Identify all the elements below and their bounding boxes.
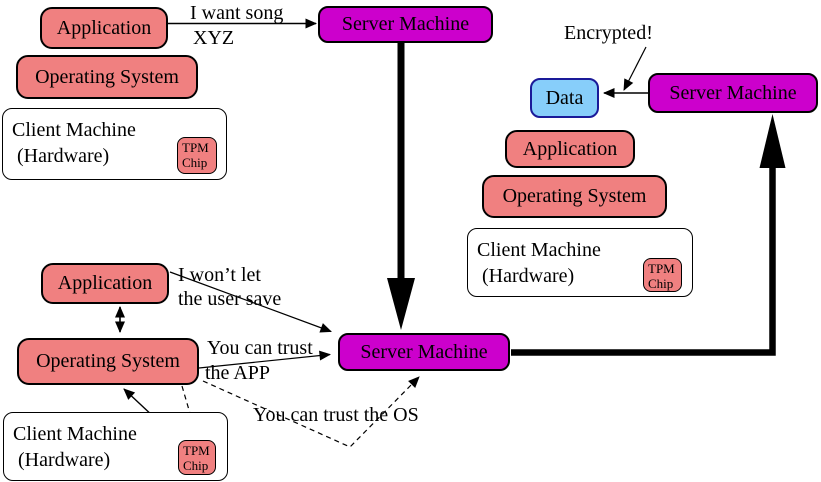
application-box-right: Application (505, 130, 635, 168)
client-machine-label: Client Machine (Hardware) (12, 119, 136, 167)
wont-let-save-arrow (169, 271, 332, 333)
data-label: Data (545, 86, 584, 109)
trust-app-annotation-line2: the APP (205, 362, 271, 384)
operating-system-label: Operating System (36, 350, 180, 372)
request-annotation-line1: I want song (190, 2, 284, 24)
server-download-thick-arrow (387, 43, 415, 330)
operating-system-label: Operating System (35, 65, 179, 88)
client-machine-label: Client Machine (Hardware) (477, 239, 601, 287)
trust-os-dashed-arrow (202, 376, 420, 448)
tpm-chip-top-left: TPM Chip (177, 137, 217, 174)
tpm-chip-bottom-left: TPM Chip (178, 440, 216, 475)
application-label: Application (56, 16, 152, 39)
client-machine-label: Client Machine (Hardware) (13, 423, 137, 471)
server-machine-box-bottom: Server Machine (338, 333, 510, 371)
application-label: Application (57, 272, 153, 294)
operating-system-box-top-left: Operating System (16, 55, 198, 99)
wont-let-annotation-line1: I won’t let (178, 264, 261, 286)
trust-app-annotation-line1: You can trust (207, 337, 313, 359)
encrypted-pointer-arrow (623, 46, 647, 91)
application-label: Application (522, 137, 618, 160)
server-machine-label: Server Machine (341, 13, 470, 35)
trust-os-annotation: You can trust the OS (253, 404, 419, 426)
operating-system-box-right: Operating System (482, 175, 667, 218)
server-machine-box-top: Server Machine (318, 6, 493, 43)
operating-system-box-bottom-left: Operating System (17, 338, 199, 385)
server-upload-thick-arrow (511, 114, 786, 356)
server-machine-label: Server Machine (360, 340, 488, 363)
application-box-bottom-left: Application (41, 263, 169, 304)
request-annotation-line2: XYZ (193, 27, 235, 49)
application-box-top-left: Application (40, 7, 168, 49)
data-box: Data (530, 78, 599, 118)
server-machine-label: Server Machine (669, 81, 797, 104)
operating-system-label: Operating System (502, 185, 647, 207)
wont-let-annotation-line2: the user save (178, 288, 282, 310)
server-machine-box-right: Server Machine (648, 73, 818, 113)
trust-app-arrow (198, 350, 331, 369)
tpm-chip-right: TPM Chip (643, 258, 682, 292)
encrypted-annotation: Encrypted! (564, 22, 653, 44)
